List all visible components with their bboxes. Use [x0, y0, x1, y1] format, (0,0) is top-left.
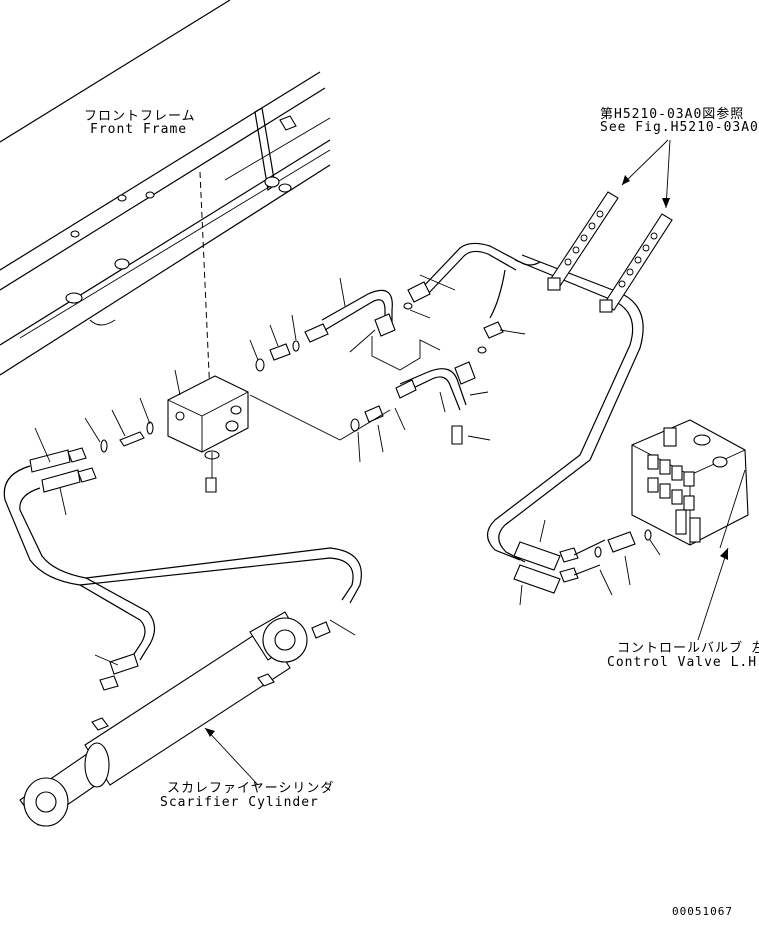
see-fig-label-jp: 第H5210-03A0図参照	[600, 107, 745, 122]
control-valve-arrow	[697, 547, 729, 641]
front-frame-label-jp: フロントフレーム	[84, 109, 196, 124]
see-fig-arrows	[621, 139, 671, 209]
drawing-number: 00051067	[672, 905, 733, 918]
left-pipe-loop	[3, 427, 362, 691]
scarifier-cylinder	[19, 611, 308, 827]
front-frame-label-en: Front Frame	[90, 122, 188, 137]
valve-block	[167, 171, 249, 493]
pipe-clamps	[547, 191, 673, 313]
upper-pipe-assembly	[249, 277, 491, 463]
control-valve-label-jp: コントロールバルブ 左	[617, 641, 759, 656]
block-left-fittings	[84, 369, 181, 453]
right-pipe-loop	[403, 242, 644, 563]
block-top-fittings	[249, 314, 329, 372]
scarifier-cylinder-label-en: Scarifier Cylinder	[160, 795, 319, 810]
control-valve-label-en: Control Valve L.H.	[607, 655, 759, 670]
scarifier-cylinder-label-jp: スカレファイヤーシリンダ	[167, 781, 335, 796]
control-valve-connections	[513, 519, 661, 606]
control-valve-lh	[631, 419, 749, 549]
see-fig-label-en: See Fig.H5210-03A0	[600, 120, 759, 135]
front-frame	[0, 0, 331, 376]
